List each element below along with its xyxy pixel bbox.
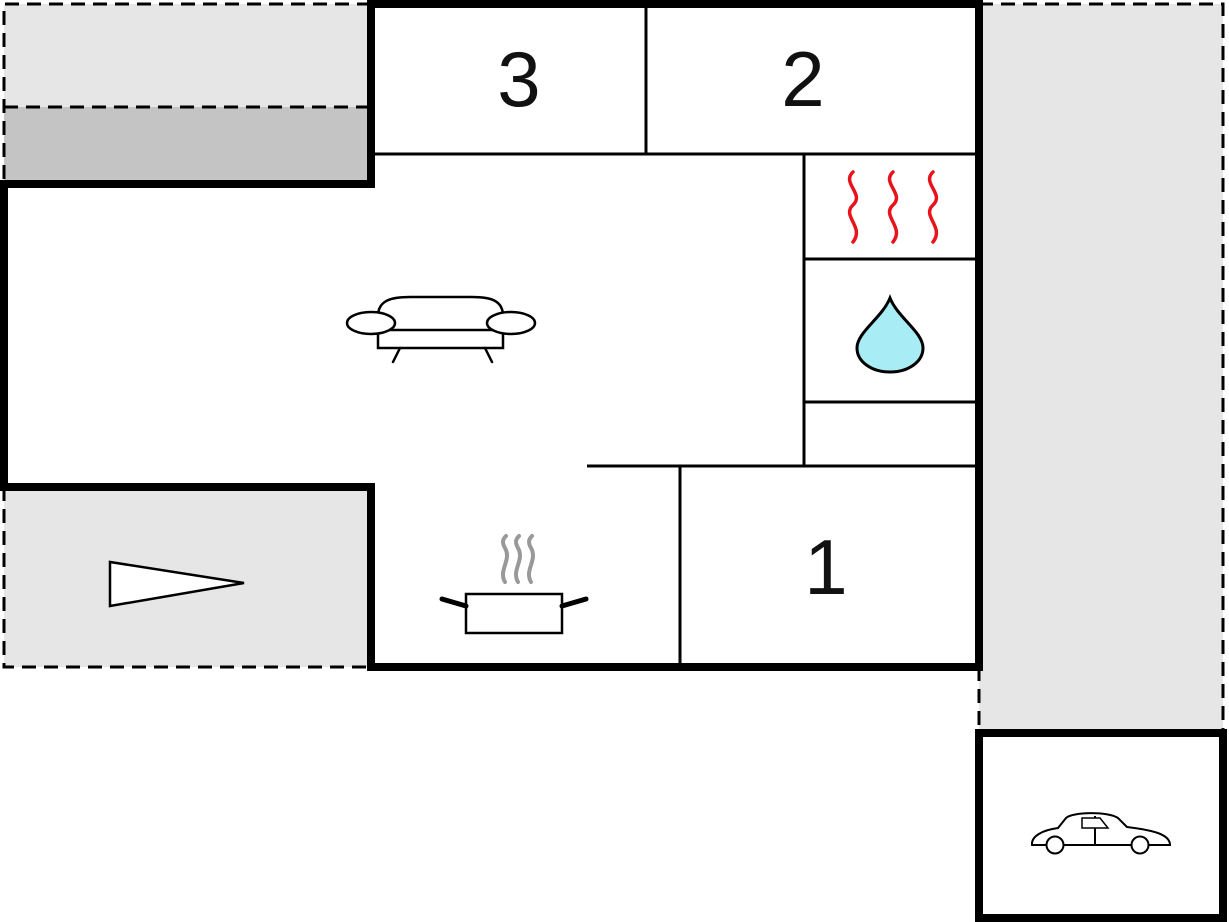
interior-walls <box>371 4 979 667</box>
water-drop-icon <box>855 293 925 374</box>
heating-icon <box>847 170 939 244</box>
room-number-1: 1 <box>804 523 847 611</box>
outdoor-areas <box>2 2 1225 733</box>
entrance-arrow-icon <box>108 560 245 608</box>
sofa-icon <box>345 295 537 364</box>
car-icon <box>1030 812 1172 855</box>
exterior-walls <box>0 0 983 671</box>
room-number-3: 3 <box>497 35 540 123</box>
room-number-2: 2 <box>781 35 824 123</box>
terrace-top-left-covered <box>4 107 371 184</box>
driveway <box>979 4 1223 733</box>
cooking-pot-icon <box>439 534 589 635</box>
